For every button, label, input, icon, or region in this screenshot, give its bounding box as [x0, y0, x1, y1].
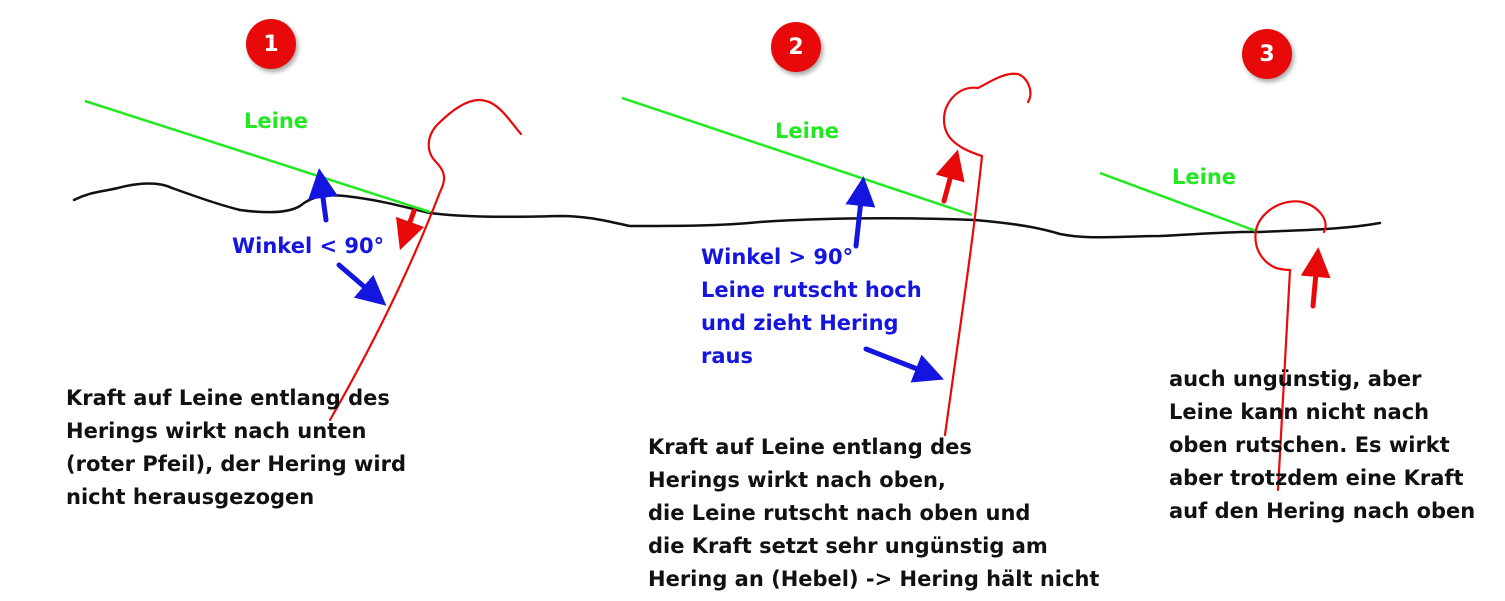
angle-arrow-up-2 [845, 176, 876, 249]
tent-peg-3 [1254, 200, 1327, 492]
step-badge-3: 3 [1242, 29, 1292, 79]
angle-label-2: Winkel > 90° Leine rutscht hoch und zieh… [701, 245, 922, 368]
line-label-1: Leine [244, 109, 309, 133]
angle-label-1: Winkel < 90° [232, 234, 385, 258]
force-arrow-down-1 [395, 208, 425, 251]
tent-peg-1 [328, 98, 523, 422]
force-arrow-up-3 [1300, 247, 1331, 309]
angle-arrow-diag-1 [336, 262, 387, 306]
step-badge-1: 1 [246, 19, 296, 69]
description-1: Kraft auf Leine entlang des Herings wirk… [66, 386, 406, 509]
tent-peg-2 [942, 72, 1032, 437]
step-badge-2: 2 [771, 22, 821, 72]
guy-line-3 [1099, 171, 1257, 233]
angle-arrow-up-1 [308, 168, 338, 223]
line-label-3: Leine [1172, 165, 1237, 189]
description-2: Kraft auf Leine entlang des Herings wirk… [648, 435, 1100, 591]
line-label-2: Leine [775, 119, 840, 143]
guy-line-1 [84, 99, 431, 214]
angle-arrow-diag-2 [863, 346, 944, 383]
force-arrow-up-2 [935, 149, 965, 204]
guy-line-2 [621, 96, 973, 217]
ground-line [72, 182, 1382, 239]
description-3: auch ungünstig, aber Leine kann nicht na… [1169, 367, 1476, 523]
